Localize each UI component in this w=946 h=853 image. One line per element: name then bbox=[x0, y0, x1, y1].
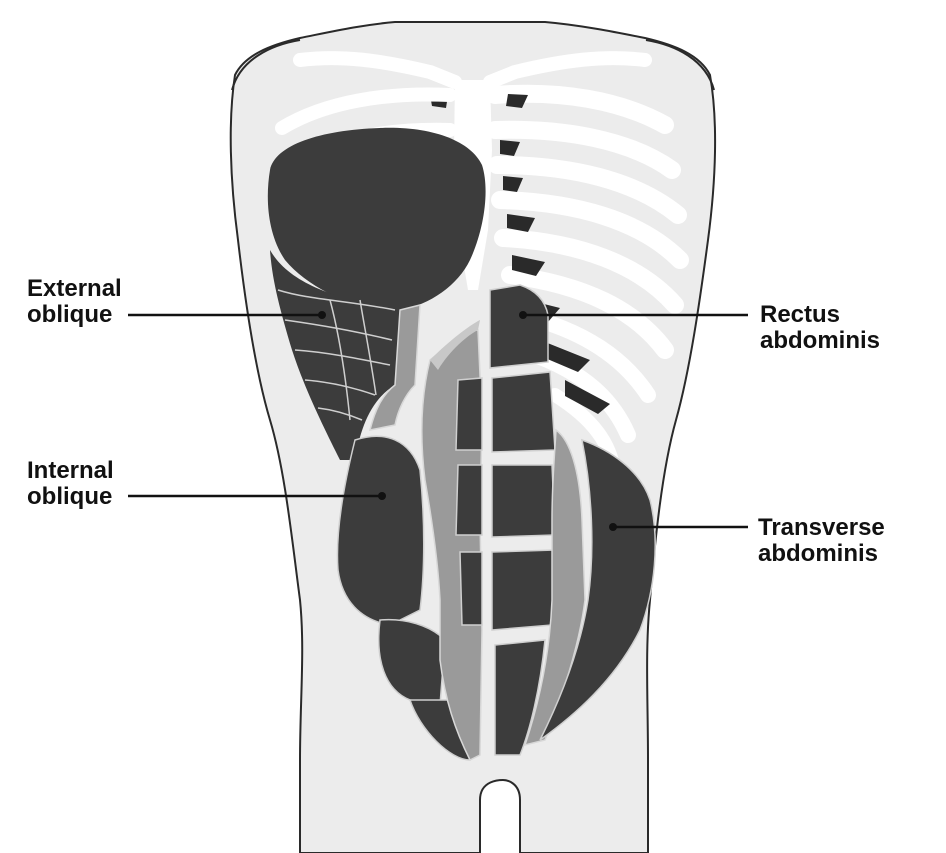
rectus-abdominis bbox=[455, 284, 556, 756]
label-internal-oblique: Internal oblique bbox=[27, 458, 114, 510]
label-internal-oblique-line1: Internal bbox=[27, 457, 114, 484]
external-oblique-aponeurosis bbox=[368, 304, 421, 431]
rib-cage-right bbox=[486, 84, 689, 477]
label-transverse-abdominis-line1: Transverse bbox=[758, 514, 885, 541]
clavicle-right bbox=[483, 51, 652, 89]
label-external-oblique-line1: External bbox=[27, 275, 122, 302]
transverse-abdominis bbox=[539, 438, 656, 741]
clavicle-left bbox=[293, 51, 462, 89]
label-rectus-abdominis-line1: Rectus bbox=[760, 301, 841, 328]
external-oblique-upper bbox=[267, 127, 486, 311]
label-rectus-abdominis: Rectus abdominis bbox=[760, 302, 880, 354]
internal-oblique bbox=[336, 435, 425, 626]
leader-lines bbox=[128, 313, 748, 529]
label-internal-oblique-line2: oblique bbox=[27, 483, 113, 510]
label-external-oblique: External oblique bbox=[27, 276, 122, 328]
rectus-sheath-left-fade bbox=[430, 320, 480, 370]
label-transverse-abdominis: Transverse abdominis bbox=[758, 515, 885, 567]
groin-notch bbox=[479, 778, 521, 853]
external-oblique-striations bbox=[277, 289, 396, 421]
shoulder-outline-right bbox=[645, 39, 715, 91]
leader-dots bbox=[318, 311, 617, 531]
label-external-oblique-line2: oblique bbox=[27, 301, 113, 328]
rectus-sheath-right bbox=[523, 428, 586, 747]
shoulder-outline-left bbox=[231, 39, 301, 91]
label-transverse-abdominis-line2: abdominis bbox=[758, 540, 879, 567]
label-rectus-abdominis-line2: abdominis bbox=[760, 327, 881, 354]
